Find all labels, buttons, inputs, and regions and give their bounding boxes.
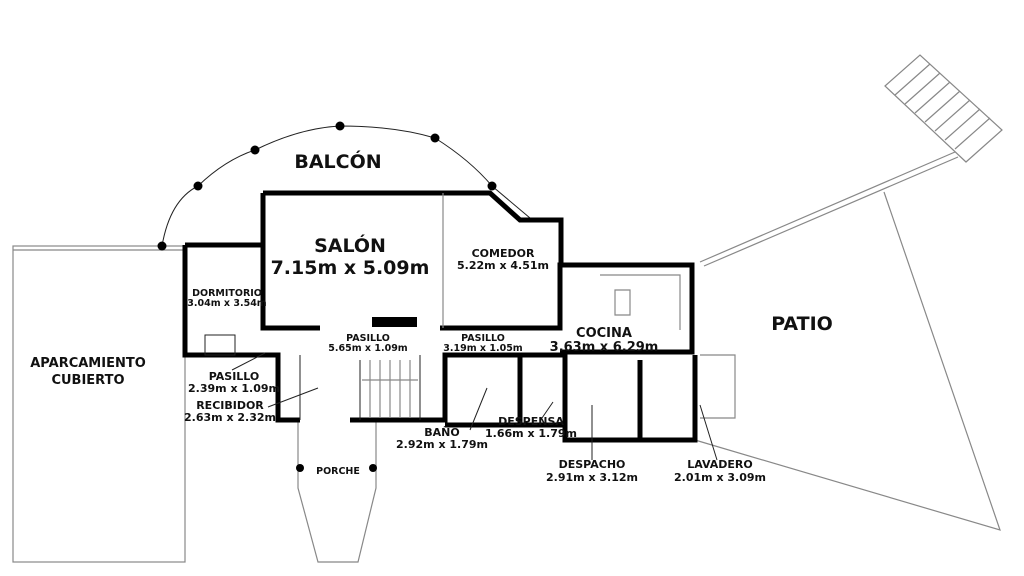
room-label-bano: BAÑO — [424, 426, 459, 439]
room-label-pasillo-1: PASILLO — [346, 333, 390, 344]
aparcamiento-area — [12, 245, 186, 563]
room-size-despacho: 2.91m x 3.12m — [546, 471, 638, 484]
leader-lines — [231, 352, 718, 461]
room-label-lavadero: LAVADERO — [687, 458, 753, 471]
room-size-comedor: 5.22m x 4.51m — [457, 259, 549, 272]
porche-area — [296, 420, 377, 563]
room-label-dormitorio: DORMITORIO — [192, 288, 262, 299]
room-size-bano: 2.92m x 1.79m — [396, 438, 488, 451]
room-label-patio: PATIO — [771, 313, 833, 335]
room-size-despensa: 1.66m x 1.79m — [485, 427, 577, 440]
room-label-recibidor: RECIBIDOR — [196, 399, 264, 412]
balcony-railing — [157, 121, 531, 251]
room-size-salon: 7.15m x 5.09m — [271, 257, 430, 279]
exterior-stairs — [884, 54, 1003, 163]
walls — [182, 190, 698, 443]
room-size-recibidor: 2.63m x 2.32m — [184, 411, 276, 424]
room-size-pasillo-3: 2.39m x 1.09m — [188, 382, 280, 395]
room-label-pasillo-2: PASILLO — [461, 333, 505, 344]
room-size-lavadero: 2.01m x 3.09m — [674, 471, 766, 484]
room-size-cocina: 3.63m x 6.29m — [550, 340, 659, 355]
room-label-despensa: DESPENSA — [498, 415, 564, 428]
room-label-aparcamiento: APARCAMIENTO — [30, 356, 146, 371]
room-size-pasillo-1: 5.65m x 1.09m — [328, 343, 408, 354]
patio-area — [694, 54, 1003, 531]
room-size-dormitorio: 3.04m x 3.54m — [187, 298, 267, 309]
room-label-cocina: COCINA — [576, 326, 632, 341]
room-label-porche: PORCHE — [316, 466, 360, 477]
room-label-pasillo-3: PASILLO — [209, 370, 260, 383]
room-label-salon: SALÓN — [314, 233, 386, 257]
room-label-despacho: DESPACHO — [559, 458, 626, 471]
room-label-comedor: COMEDOR — [472, 247, 535, 260]
room-label-balcon: BALCÓN — [294, 149, 381, 173]
room-size-pasillo-2: 3.19m x 1.05m — [443, 343, 523, 354]
room-label-aparcamiento-2: CUBIERTO — [51, 373, 124, 388]
